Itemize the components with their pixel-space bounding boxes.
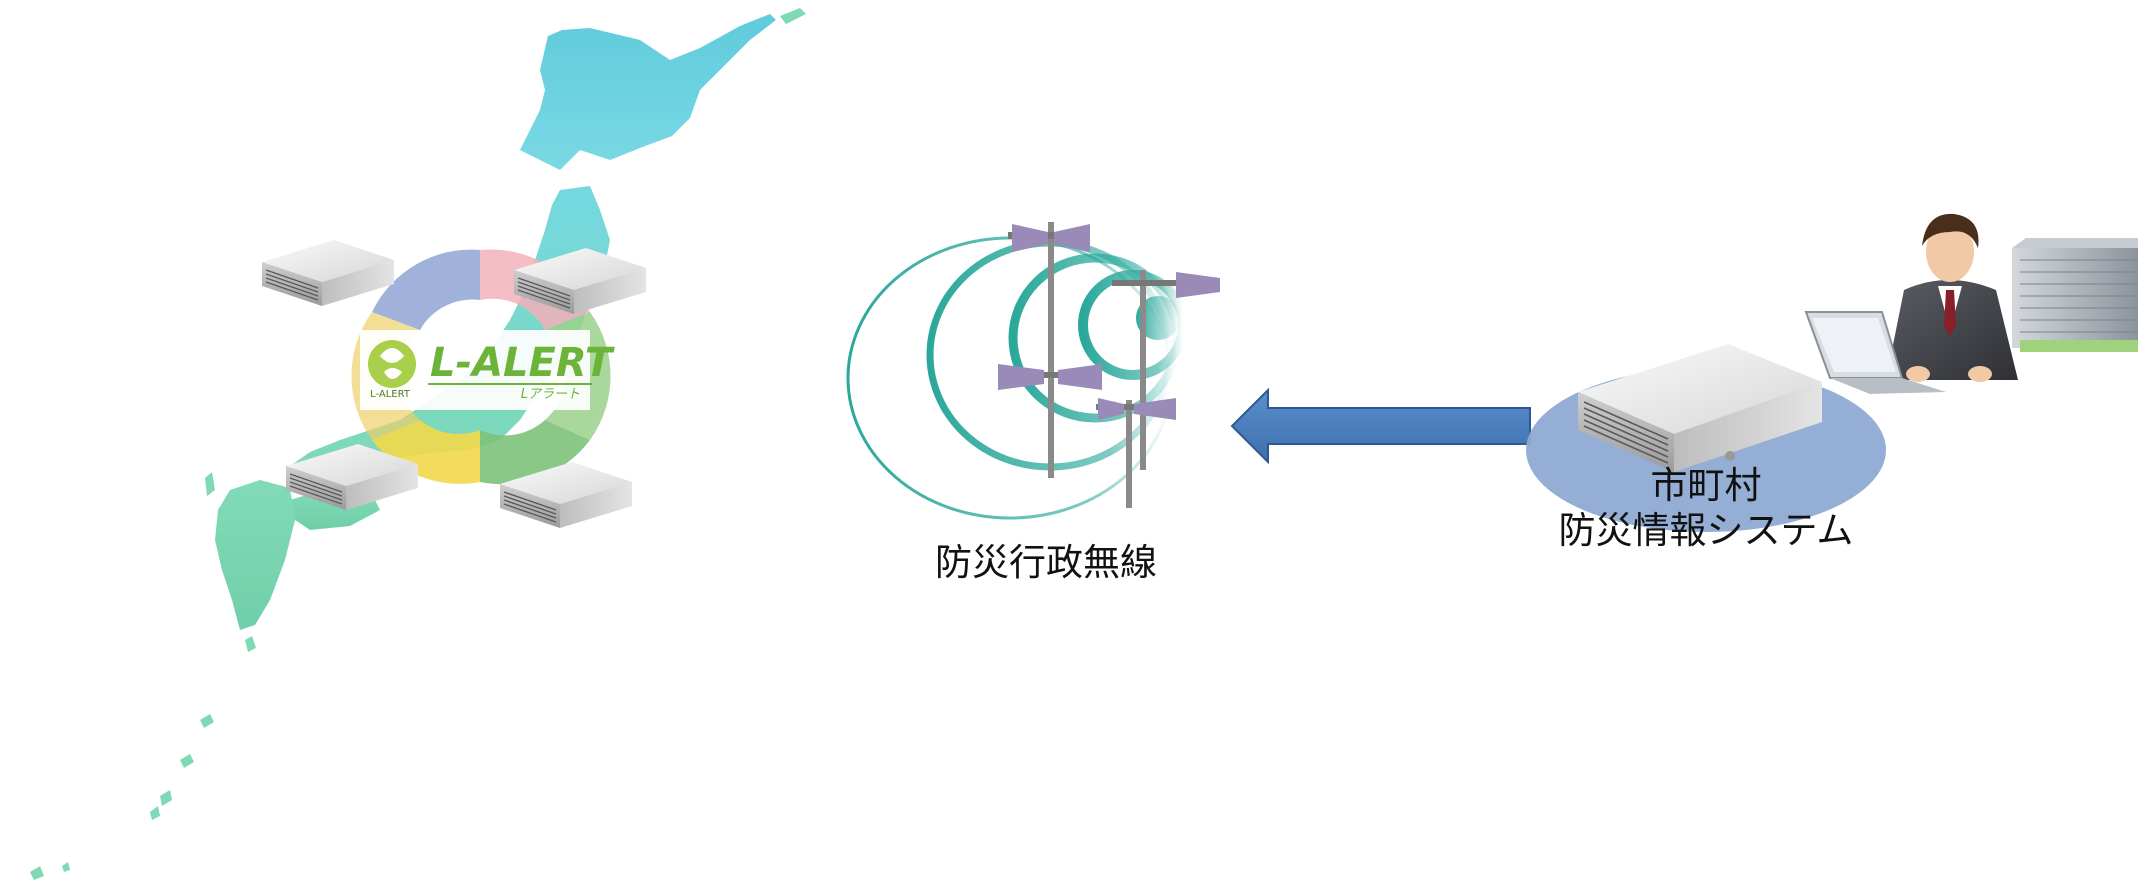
municipal-system bbox=[1526, 344, 1886, 532]
island-shape bbox=[780, 8, 806, 24]
municipal-label-line2: 防災情報システム bbox=[1559, 509, 1854, 552]
lalert-logo-text: L-ALERT bbox=[430, 340, 615, 386]
island-shape bbox=[150, 806, 160, 820]
lalert-hub: L-ALERT L-ALERT Lアラート bbox=[351, 249, 615, 485]
speaker-pole-icon bbox=[1096, 398, 1176, 508]
island-shape bbox=[205, 472, 215, 496]
kyushu-shape bbox=[215, 480, 295, 630]
municipal-label-line1: 市町村 bbox=[1651, 464, 1762, 507]
island-shape bbox=[30, 866, 44, 880]
speaker-pole-icon bbox=[998, 222, 1102, 478]
disaster-radio-system bbox=[846, 222, 1220, 520]
island-shape bbox=[62, 862, 70, 872]
island-shape bbox=[160, 790, 172, 806]
lalert-logo-subtext: Lアラート bbox=[521, 387, 580, 402]
speaker-pole-icon bbox=[1112, 270, 1220, 470]
island-shape bbox=[180, 754, 194, 768]
lalert-badge-text: L-ALERT bbox=[370, 389, 411, 400]
server-icon bbox=[514, 248, 646, 314]
island-shape bbox=[245, 636, 256, 652]
radio-label: 防災行政無線 bbox=[935, 541, 1157, 584]
laptop-icon bbox=[1804, 311, 1946, 394]
server-icon bbox=[262, 240, 394, 306]
office-building-icon bbox=[2012, 238, 2138, 352]
flow-arrow bbox=[1230, 387, 1531, 465]
operator-person-icon bbox=[1886, 213, 2018, 382]
server-icon bbox=[1578, 344, 1822, 472]
lalert-emblem-icon: L-ALERT bbox=[368, 340, 416, 400]
server-icon bbox=[500, 462, 632, 528]
hokkaido-shape bbox=[520, 14, 776, 170]
island-shape bbox=[200, 714, 214, 728]
server-icon bbox=[286, 444, 418, 510]
